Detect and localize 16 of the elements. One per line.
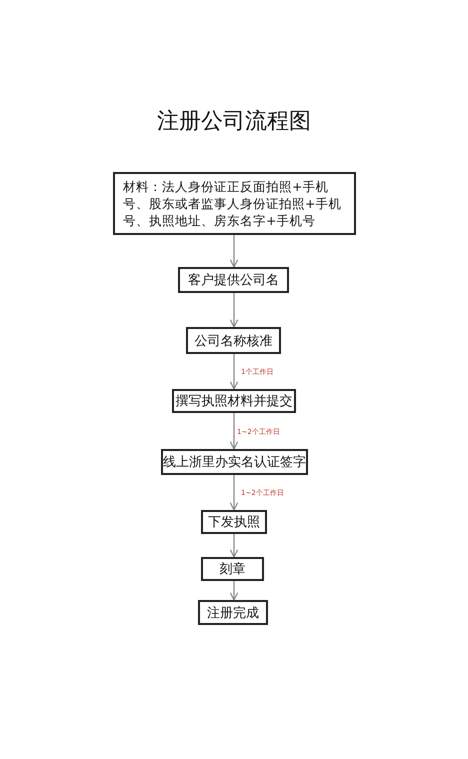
process-box: 撰写执照材料并提交 — [172, 389, 296, 413]
process-box: 下发执照 — [201, 510, 267, 534]
process-box: 刻章 — [201, 557, 264, 581]
title: 注册公司流程图 — [156, 108, 312, 136]
arrow — [230, 475, 238, 511]
process-box: 注册完成 — [198, 600, 268, 625]
process-box: 线上浙里办实名认证签字 — [161, 449, 308, 475]
arrow — [230, 354, 238, 390]
arrow — [230, 235, 238, 268]
arrow — [230, 534, 238, 558]
process-box: 客户提供公司名 — [178, 267, 289, 293]
arrow — [230, 413, 238, 450]
process-box: 公司名称核准 — [186, 327, 281, 354]
arrow — [230, 581, 238, 601]
arrow — [230, 293, 238, 328]
process-box: 材料：法人身份证正反面拍照+手机号、股东或者监事人身份证拍照+手机号、执照地址、房东名字+手机号 — [113, 172, 356, 235]
